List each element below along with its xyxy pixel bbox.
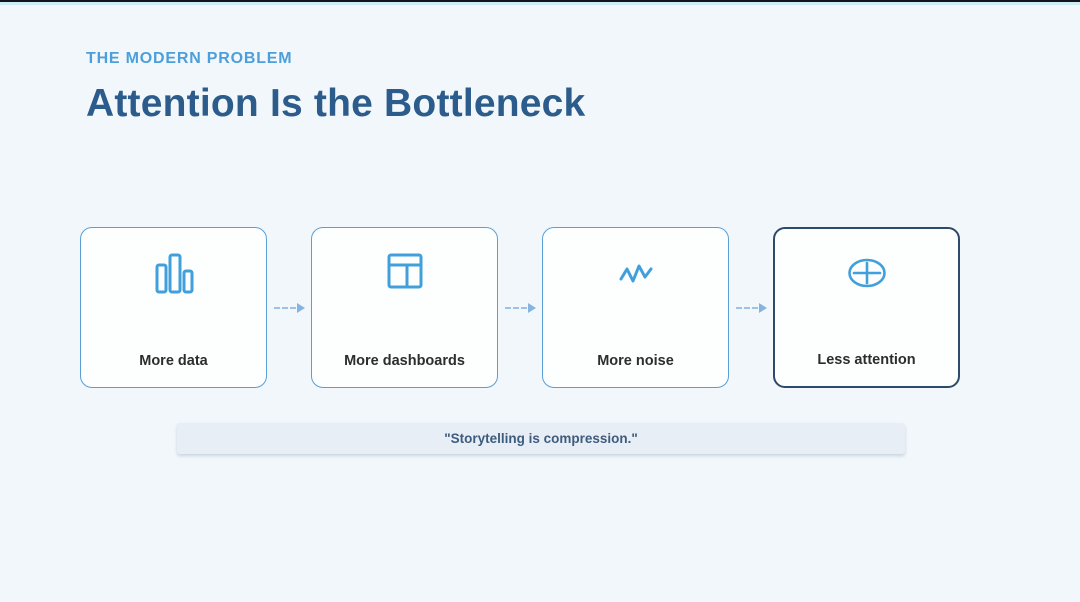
flow-card-label: More dashboards (344, 353, 465, 369)
circle-plus-icon (775, 257, 958, 289)
top-edge-accent-line (0, 2, 1080, 5)
noise-waveform-icon (543, 262, 728, 288)
slide-title: Attention Is the Bottleneck (86, 82, 586, 125)
flow-arrow (498, 227, 542, 388)
arrow-head (296, 302, 305, 313)
arrow-dashes (735, 306, 758, 309)
dashboard-layout-icon (312, 252, 497, 290)
quote-text: "Storytelling is compression." (444, 431, 638, 446)
flow-card-more-data: More data (80, 227, 267, 388)
flow-card-more-noise: More noise (542, 227, 729, 388)
quote-bar: "Storytelling is compression." (177, 423, 905, 454)
arrow-head (527, 302, 536, 313)
slide-kicker: THE MODERN PROBLEM (86, 50, 293, 67)
top-edge-line (0, 0, 1080, 2)
arrow-dashes (273, 306, 296, 309)
flow-card-label: More noise (597, 353, 674, 369)
arrow-dashes (504, 306, 527, 309)
flow-diagram: More data More dashboards More noise (80, 227, 960, 388)
flow-card-less-attention: Less attention (773, 227, 960, 388)
flow-card-label: Less attention (817, 352, 916, 368)
flow-card-label: More data (139, 353, 208, 369)
flow-card-more-dashboards: More dashboards (311, 227, 498, 388)
bar-chart-icon (81, 252, 266, 296)
flow-arrow (729, 227, 773, 388)
arrow-head (758, 302, 767, 313)
flow-arrow (267, 227, 311, 388)
slide-header: THE MODERN PROBLEM Attention Is the Bott… (86, 50, 585, 126)
